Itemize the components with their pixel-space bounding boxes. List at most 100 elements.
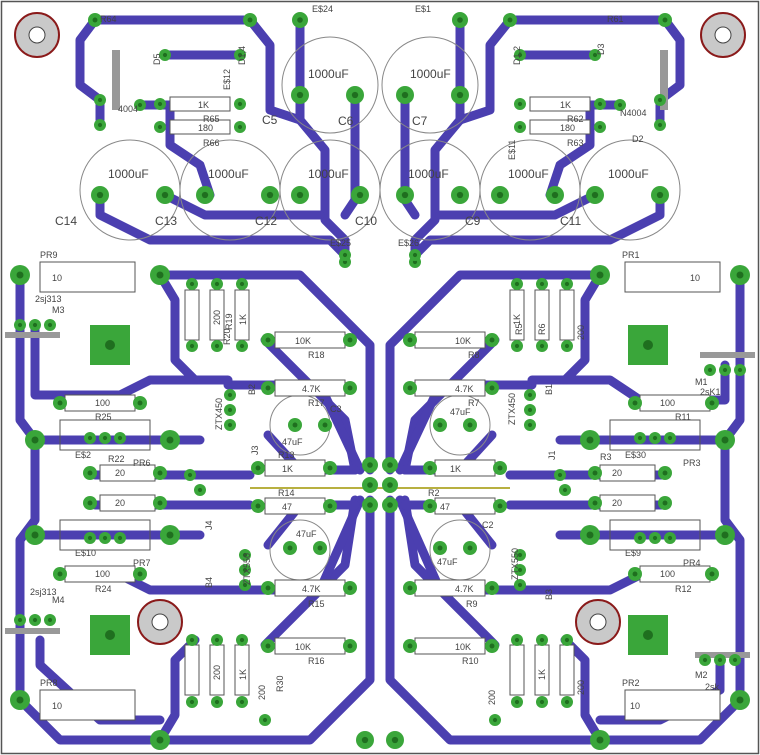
c8-value: 1000uF [508, 167, 549, 181]
r11-value: 100 [660, 398, 675, 408]
pad-hole [237, 101, 243, 107]
n4004a-label: 4004 [118, 104, 138, 114]
c2-label: C2 [482, 520, 494, 530]
pad-hole [239, 281, 245, 287]
pad-hole [632, 400, 638, 406]
j3-label: J3 [250, 445, 260, 455]
pad-hole [242, 567, 248, 573]
q-2sj313a-label: 2sj313 [35, 294, 62, 304]
pad-hole [255, 465, 261, 471]
pad-hole [564, 343, 570, 349]
pad-hole [157, 101, 163, 107]
c9-value: 1000uF [408, 167, 449, 181]
pad-hole [657, 97, 663, 103]
r65-value: 1K [198, 100, 209, 110]
pad-hole [517, 52, 523, 58]
r11-label: R11 [675, 412, 691, 422]
pad-hole [156, 271, 164, 279]
r62-value: 1K [560, 100, 571, 110]
pad-hole [722, 367, 728, 373]
pad-hole [17, 322, 23, 328]
pad-hole [387, 482, 393, 488]
pad-hole [189, 281, 195, 287]
pad-hole [591, 191, 599, 199]
c7-value: 1000uF [410, 67, 451, 81]
pad-hole [32, 617, 38, 623]
pad-hole [662, 500, 668, 506]
r22-label: R22 [108, 454, 125, 464]
pad-hole [47, 617, 53, 623]
pad-hole [157, 500, 163, 506]
pr1-label: PR1 [622, 250, 640, 260]
pad-hole [391, 736, 399, 744]
pad-hole [637, 435, 643, 441]
silkscreen-labels: 10 PR9 10 PR1 10 PR8 10 PR2 10K R18 10K … [30, 4, 721, 711]
r15-value: 4.7K [302, 584, 321, 594]
c6-label: C6 [338, 114, 354, 128]
pad-hole [265, 585, 271, 591]
r63-label: R63 [567, 138, 584, 148]
c7-label: C7 [412, 114, 428, 128]
pad-hole [157, 470, 163, 476]
pad-hole [617, 102, 623, 108]
pad-hole [156, 736, 164, 744]
pad-hole [157, 124, 163, 130]
r8-label: R8 [468, 350, 480, 360]
pad-hole [539, 281, 545, 287]
r64-label: R64 [100, 14, 117, 24]
r66-value: 180 [198, 123, 213, 133]
pad-hole [322, 422, 328, 428]
pad-hole [387, 502, 393, 508]
pad-hole [367, 462, 373, 468]
pad-hole [732, 657, 738, 663]
pad-hole [137, 571, 143, 577]
pad-hole [539, 699, 545, 705]
pad-hole [237, 52, 243, 58]
pad-hole [527, 407, 533, 413]
pad-hole [16, 696, 24, 704]
pad-hole [387, 462, 393, 468]
c10-label: C10 [355, 214, 377, 228]
pad-hole [437, 545, 443, 551]
pad-hole [317, 545, 323, 551]
pad-hole [327, 465, 333, 471]
pad-hole [514, 637, 520, 643]
pad-hole [92, 17, 98, 23]
pad-hole [592, 470, 598, 476]
pad-hole [347, 585, 353, 591]
b3-label: B3 [544, 589, 554, 600]
pad-hole [342, 252, 348, 258]
r63-value: 180 [560, 123, 575, 133]
pad-hole [517, 567, 523, 573]
pad-hole [97, 97, 103, 103]
pad-hole [514, 343, 520, 349]
m2-label: M2 [695, 670, 708, 680]
pad-hole [427, 465, 433, 471]
pad-hole [296, 91, 304, 99]
r12-value: 100 [660, 569, 675, 579]
pad-hole [31, 531, 39, 539]
pad-hole [242, 552, 248, 558]
pad-hole [327, 503, 333, 509]
pad-hole [507, 17, 513, 23]
r1k-a-label: 1K [238, 314, 248, 325]
pad-hole [137, 400, 143, 406]
pad-hole [361, 736, 369, 744]
pad-hole [707, 367, 713, 373]
pad-hole [255, 503, 261, 509]
q-2sk-b-label: 2sk [705, 682, 720, 692]
r30-label: R30 [275, 675, 285, 692]
c6-value: 1000uF [308, 67, 349, 81]
pad-hole [297, 17, 303, 23]
pad-hole [266, 191, 274, 199]
pad-hole [356, 191, 364, 199]
pad-hole [564, 281, 570, 287]
pr8-value: 10 [52, 701, 62, 711]
pad-hole [652, 535, 658, 541]
pad-hole [517, 124, 523, 130]
pad-hole [117, 435, 123, 441]
pr2-value: 10 [630, 701, 640, 711]
pad-hole [227, 407, 233, 413]
pad-hole [412, 259, 418, 265]
